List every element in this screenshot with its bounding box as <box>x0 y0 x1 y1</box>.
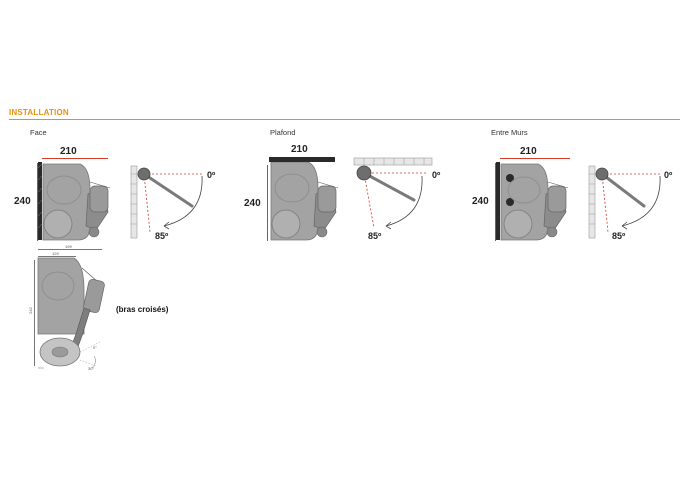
crossed-arms-note: (bras croisés) <box>116 305 169 314</box>
height-dimension-plafond: 240 <box>244 198 261 209</box>
motor-drawing-plafond <box>270 162 339 241</box>
motor-drawing-face <box>38 162 111 241</box>
view-label-entre-murs: Entre Murs <box>491 128 528 137</box>
motor-body <box>37 257 85 335</box>
motor-drawing-entre-murs <box>496 162 569 241</box>
view-label-plafond: Plafond <box>270 128 296 137</box>
angle-diagram-face <box>130 165 203 239</box>
height-dimension-line-plafond <box>267 165 268 241</box>
eighty-five-degree-line <box>143 173 151 233</box>
eighty-five-degree-line <box>601 173 609 233</box>
arm-line <box>600 172 646 208</box>
rotation-arc <box>163 175 203 227</box>
angle-end-plafond: 85º <box>368 231 382 241</box>
detail-height-line <box>34 260 35 366</box>
wall-mount <box>38 162 42 240</box>
fixing-hole <box>506 174 514 182</box>
detail-outer-width-line <box>38 249 102 250</box>
rotation-arc <box>385 175 423 227</box>
width-dimension-line-face <box>42 158 108 159</box>
angle-diagram-plafond <box>353 157 433 230</box>
section-divider <box>9 119 680 120</box>
arm-pivot <box>595 167 609 181</box>
width-dimension-plafond: 210 <box>291 144 308 155</box>
motor-drawing-crossed-arms <box>37 257 105 369</box>
detail-inner-width-line <box>38 256 76 257</box>
section-title: INSTALLATION <box>9 108 69 117</box>
wall-plate <box>588 165 596 239</box>
angle-start-entre-murs: 0º <box>664 170 673 180</box>
arm-line <box>362 171 416 202</box>
arm-bracket <box>83 279 105 313</box>
width-dimension-line-entre-murs <box>500 158 570 159</box>
height-dimension-face: 240 <box>14 196 31 207</box>
width-dimension-face: 210 <box>60 146 77 157</box>
view-label-face: Face <box>30 128 47 137</box>
angle-end-face: 85º <box>155 231 169 241</box>
height-dimension-entre-murs: 240 <box>472 196 489 207</box>
detail-outer-width: 199 <box>65 244 72 249</box>
angle-end-entre-murs: 85º <box>612 231 626 241</box>
detail-height: 242 <box>27 307 33 314</box>
wall-plate <box>130 165 138 239</box>
width-dimension-entre-murs: 210 <box>520 146 537 157</box>
eighty-five-degree-line <box>363 172 375 229</box>
angle-diagram-entre-murs <box>588 165 661 239</box>
detail-angle-a: 0° <box>93 345 97 350</box>
arm-line <box>142 172 194 208</box>
arm-pivot <box>137 167 151 181</box>
detail-inner-width: 129 <box>52 251 59 256</box>
detail-angle-b: 30° <box>88 366 95 371</box>
fixing-hole <box>506 198 514 206</box>
angle-start-face: 0º <box>207 170 216 180</box>
wall-mount <box>496 162 500 240</box>
ceiling-mount-plafond <box>269 157 335 162</box>
height-dimension-line-face <box>37 163 38 241</box>
arm-pivot <box>356 165 372 181</box>
height-dimension-line-entre-murs <box>495 163 496 241</box>
angle-start-plafond: 0º <box>432 170 441 180</box>
ceiling-plate <box>353 157 433 166</box>
rotation-arc <box>621 175 661 227</box>
